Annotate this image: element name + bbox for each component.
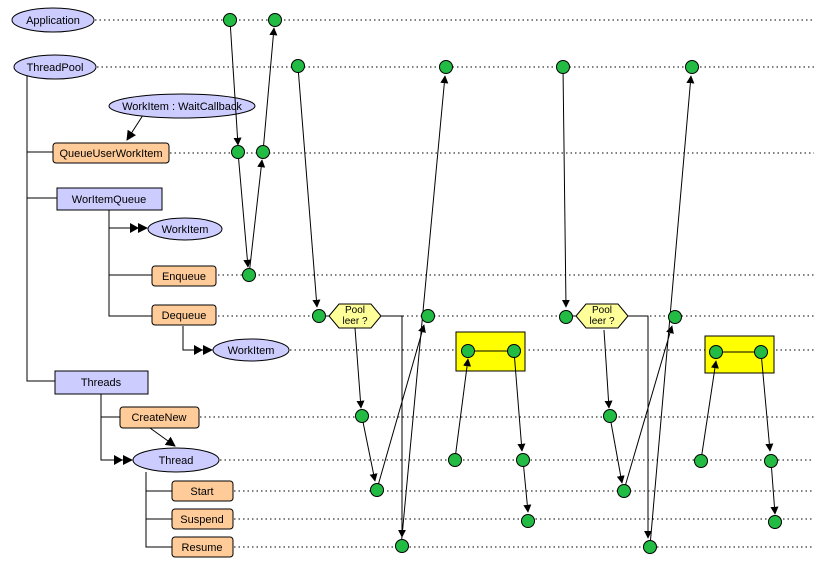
threads-label: Threads — [81, 377, 122, 389]
node — [516, 453, 530, 467]
threadpool-label: ThreadPool — [27, 62, 84, 74]
activation-nodes — [223, 13, 782, 554]
node — [768, 515, 782, 529]
decision-pool-empty-1[interactable]: Pool leer ? — [328, 303, 382, 329]
queueuserworkitem-method[interactable]: QueueUserWorkItem — [52, 142, 170, 164]
message-arrows — [229, 19, 779, 548]
node — [559, 310, 573, 324]
workitem-b-label: WorkItem — [228, 345, 275, 357]
node — [312, 309, 326, 323]
workitemqueue-label: WorItemQueue — [72, 194, 146, 206]
workitem-waitcallback-label: WorkItem : WaitCallback — [122, 101, 242, 113]
decision-2-line2: leer ? — [589, 316, 614, 327]
decision-pool-empty-2[interactable]: Pool leer ? — [575, 303, 629, 329]
node — [355, 409, 369, 423]
node — [370, 483, 384, 497]
resume-label: Resume — [182, 542, 223, 554]
queueuserworkitem-label: QueueUserWorkItem — [59, 148, 162, 160]
node — [256, 145, 270, 159]
node — [668, 310, 682, 324]
decision-1-line2: leer ? — [342, 316, 367, 327]
node — [448, 453, 462, 467]
tree-connectors — [26, 76, 213, 548]
enqueue-method[interactable]: Enqueue — [151, 265, 217, 287]
decision-1-line1: Pool — [345, 305, 365, 316]
node — [223, 13, 237, 27]
thread-label: Thread — [159, 455, 194, 467]
application-node[interactable]: Application — [11, 7, 95, 33]
node — [395, 539, 409, 553]
node — [694, 454, 708, 468]
resume-method[interactable]: Resume — [171, 536, 234, 558]
dequeue-label: Dequeue — [162, 310, 207, 322]
enqueue-label: Enqueue — [162, 271, 206, 283]
node — [754, 345, 768, 359]
node — [291, 59, 305, 73]
node — [685, 60, 699, 74]
node — [507, 344, 521, 358]
decision-2-line1: Pool — [592, 305, 612, 316]
suspend-method[interactable]: Suspend — [171, 508, 234, 530]
double-arrowheads — [114, 223, 203, 465]
node — [603, 409, 617, 423]
workitem-a-node[interactable]: WorkItem — [147, 217, 223, 241]
node — [231, 145, 245, 159]
start-label: Start — [190, 486, 213, 498]
workitem-b-node[interactable]: WorkItem — [212, 338, 290, 362]
suspend-label: Suspend — [180, 514, 223, 526]
threads-class[interactable]: Threads — [54, 370, 149, 395]
node — [617, 484, 631, 498]
node — [421, 309, 435, 323]
workitemqueue-class[interactable]: WorItemQueue — [56, 187, 163, 211]
createnew-method[interactable]: CreateNew — [119, 406, 200, 429]
node — [461, 344, 475, 358]
createnew-label: CreateNew — [131, 412, 186, 424]
workitem-a-label: WorkItem — [162, 224, 209, 236]
node — [643, 540, 657, 554]
node — [556, 60, 570, 74]
start-method[interactable]: Start — [171, 480, 234, 502]
dequeue-method[interactable]: Dequeue — [151, 304, 217, 326]
thread-node[interactable]: Thread — [132, 447, 220, 473]
threadpool-node[interactable]: ThreadPool — [13, 54, 97, 80]
node — [242, 268, 256, 282]
workitem-waitcallback-node[interactable]: WorkItem : WaitCallback — [108, 93, 256, 119]
application-label: Application — [26, 15, 80, 27]
node — [268, 13, 282, 27]
node — [764, 454, 778, 468]
node — [521, 514, 535, 528]
node — [439, 60, 453, 74]
node — [709, 345, 723, 359]
